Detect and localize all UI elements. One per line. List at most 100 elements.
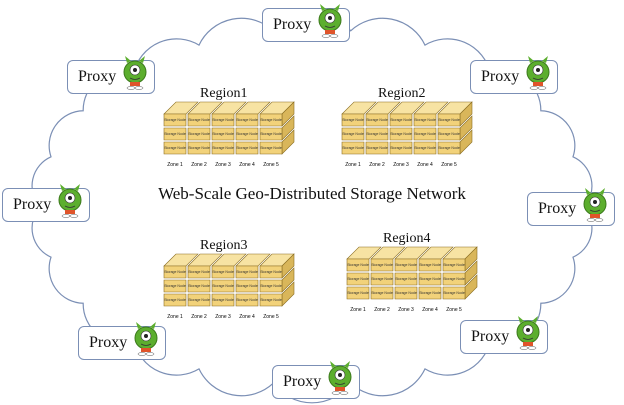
storage-node: Storage Node [346,286,370,300]
svg-text:Storage Node: Storage Node [443,263,465,267]
storage-node: Storage Node [418,286,442,300]
monster-icon [583,188,607,222]
region-title: Region2 [378,86,426,101]
region-title: Region3 [200,238,248,253]
storage-node: Storage Node [259,281,295,307]
svg-text:Storage Node: Storage Node [342,146,364,150]
storage-node: Storage Node [259,253,295,279]
svg-text:Storage Node: Storage Node [390,146,412,150]
storage-node: Storage Node [365,101,401,127]
svg-text:Storage Node: Storage Node [188,132,210,136]
storage-node: Storage Node [418,272,442,286]
zone-label: Zone 2 [191,314,207,320]
svg-text:Storage Node: Storage Node [443,277,465,281]
storage-node: Storage Node [235,253,271,279]
proxy-node: Proxy [272,361,360,399]
svg-text:Storage Node: Storage Node [236,284,258,288]
svg-text:Storage Node: Storage Node [188,270,210,274]
zone-label: Zone 3 [215,162,231,168]
zone-label: Zone 4 [239,314,255,320]
svg-text:Storage Node: Storage Node [347,277,369,281]
storage-node: Storage Node [365,127,389,141]
storage-node: Storage Node [442,246,478,272]
svg-text:Storage Node: Storage Node [390,132,412,136]
svg-text:Storage Node: Storage Node [212,118,234,122]
svg-text:Storage Node: Storage Node [414,132,436,136]
svg-text:Storage Node: Storage Node [212,146,234,150]
svg-text:Storage Node: Storage Node [438,146,460,150]
svg-text:Storage Node: Storage Node [164,284,186,288]
svg-text:Storage Node: Storage Node [236,146,258,150]
storage-node: Storage Node [365,141,389,155]
storage-node: Storage Node [389,101,425,127]
svg-text:Storage Node: Storage Node [390,118,412,122]
svg-text:Storage Node: Storage Node [371,277,393,281]
storage-node: Storage Node [211,279,235,293]
monster-icon [516,316,540,350]
svg-text:Storage Node: Storage Node [260,146,282,150]
storage-node: Storage Node [163,101,199,127]
monster-icon [526,56,550,90]
svg-text:Storage Node: Storage Node [188,146,210,150]
svg-text:Storage Node: Storage Node [347,263,369,267]
storage-node: Storage Node [235,279,259,293]
proxy-label: Proxy [273,16,312,33]
svg-text:Storage Node: Storage Node [438,132,460,136]
storage-node: Storage Node [437,101,473,127]
zone-label: Zone 1 [167,314,183,320]
monster-icon [58,184,82,218]
storage-node: Storage Node [442,260,478,286]
storage-node: Storage Node [235,127,259,141]
storage-node: Storage Node [394,272,418,286]
storage-node: Storage Node [389,141,413,155]
zone-label: Zone 4 [422,307,438,313]
svg-text:Storage Node: Storage Node [164,132,186,136]
svg-text:Storage Node: Storage Node [164,146,186,150]
svg-text:Storage Node: Storage Node [236,270,258,274]
svg-text:Storage Node: Storage Node [414,146,436,150]
storage-node: Storage Node [259,129,295,155]
storage-node: Storage Node [235,101,271,127]
zone-label: Zone 1 [345,162,361,168]
storage-node: Storage Node [341,127,365,141]
storage-node: Storage Node [235,141,259,155]
svg-text:Storage Node: Storage Node [438,118,460,122]
svg-text:Storage Node: Storage Node [419,263,441,267]
svg-text:Storage Node: Storage Node [236,118,258,122]
svg-text:Storage Node: Storage Node [260,132,282,136]
storage-node: Storage Node [259,267,295,293]
zone-label: Zone 2 [191,162,207,168]
zone-label: Zone 3 [398,307,414,313]
zone-label: Zone 2 [369,162,385,168]
proxy-node: Proxy [78,322,166,360]
svg-text:Storage Node: Storage Node [366,118,388,122]
storage-node: Storage Node [437,129,473,155]
region-title: Region1 [200,86,248,101]
monster-icon [318,4,342,38]
storage-node: Storage Node [211,101,247,127]
zone-label: Zone 4 [417,162,433,168]
proxy-node: Proxy [460,316,548,354]
zone-label: Zone 3 [393,162,409,168]
storage-node: Storage Node [211,293,235,307]
proxy-node: Proxy [67,56,155,94]
zone-label: Zone 2 [374,307,390,313]
svg-text:Storage Node: Storage Node [260,284,282,288]
svg-text:Storage Node: Storage Node [212,270,234,274]
svg-text:Storage Node: Storage Node [342,118,364,122]
zone-label: Zone 5 [441,162,457,168]
storage-node: Storage Node [442,274,478,300]
network-title: Web-Scale Geo-Distributed Storage Networ… [158,184,466,203]
storage-node: Storage Node [437,115,473,141]
svg-text:Storage Node: Storage Node [188,298,210,302]
proxy-node: Proxy [2,184,90,222]
proxy-label: Proxy [283,373,322,390]
storage-node: Storage Node [235,293,259,307]
svg-text:Storage Node: Storage Node [395,277,417,281]
svg-text:Storage Node: Storage Node [443,291,465,295]
svg-text:Storage Node: Storage Node [164,298,186,302]
storage-node: Storage Node [341,101,377,127]
monster-icon [123,56,147,90]
storage-node: Storage Node [346,246,382,272]
